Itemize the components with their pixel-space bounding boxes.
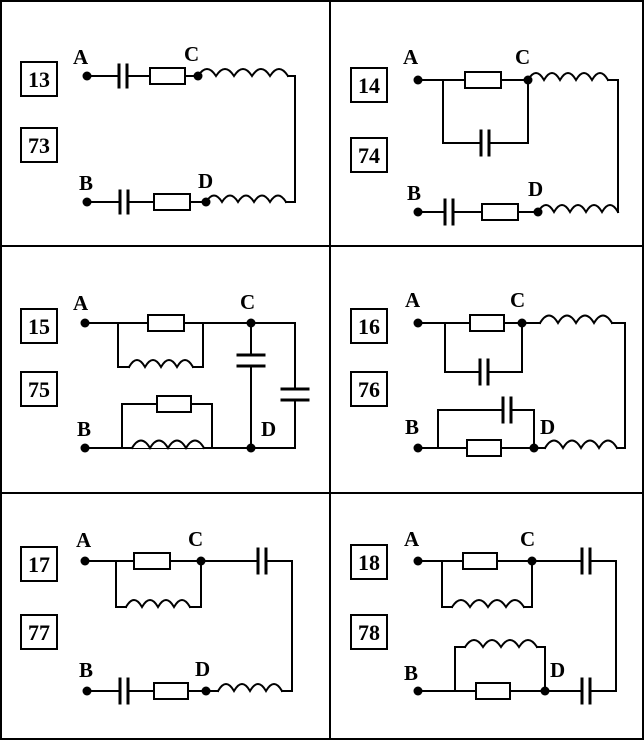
variant-number-17: 17 bbox=[28, 552, 50, 577]
terminal-dots bbox=[80, 71, 550, 696]
node-label-b: B bbox=[77, 417, 91, 441]
node-label-a: A bbox=[76, 528, 92, 552]
circuit-18 bbox=[417, 547, 617, 705]
circuit-17 bbox=[84, 547, 293, 705]
circuit-16 bbox=[417, 314, 626, 457]
node-label-c: C bbox=[520, 527, 535, 551]
node-label-b: B bbox=[404, 661, 418, 685]
node-label-d: D bbox=[540, 415, 555, 439]
node-label-a: A bbox=[73, 45, 89, 69]
node-label-b: B bbox=[79, 171, 93, 195]
circuit-15 bbox=[84, 314, 310, 450]
node-label-b: B bbox=[79, 658, 93, 682]
variant-number-76: 76 bbox=[358, 377, 380, 402]
variant-number-18: 18 bbox=[358, 550, 380, 575]
node-label-c: C bbox=[515, 45, 530, 69]
variant-number-74: 74 bbox=[358, 143, 380, 168]
node-label-a: A bbox=[403, 45, 419, 69]
node-label-a: A bbox=[405, 288, 421, 312]
node-label-c: C bbox=[184, 42, 199, 66]
node-label-c: C bbox=[510, 288, 525, 312]
variant-number-77: 77 bbox=[28, 620, 50, 645]
node-label-c: C bbox=[188, 527, 203, 551]
variant-number-14: 14 bbox=[358, 73, 380, 98]
node-label-b: B bbox=[407, 181, 421, 205]
node-label-b: B bbox=[405, 415, 419, 439]
node-label-a: A bbox=[73, 291, 89, 315]
node-label-d: D bbox=[528, 177, 543, 201]
node-label-d: D bbox=[195, 657, 210, 681]
circuit-13 bbox=[86, 63, 296, 215]
number-boxes bbox=[20, 61, 388, 650]
variant-number-15: 15 bbox=[28, 314, 50, 339]
node-label-d: D bbox=[261, 417, 276, 441]
circuit-14 bbox=[417, 71, 620, 226]
node-label-a: A bbox=[404, 527, 420, 551]
variant-number-13: 13 bbox=[28, 67, 50, 92]
node-label-d: D bbox=[198, 169, 213, 193]
variant-number-75: 75 bbox=[28, 377, 50, 402]
node-label-d: D bbox=[550, 658, 565, 682]
variant-number-73: 73 bbox=[28, 133, 50, 158]
variant-number-16: 16 bbox=[358, 314, 380, 339]
variant-number-78: 78 bbox=[358, 620, 380, 645]
node-label-c: C bbox=[240, 290, 255, 314]
